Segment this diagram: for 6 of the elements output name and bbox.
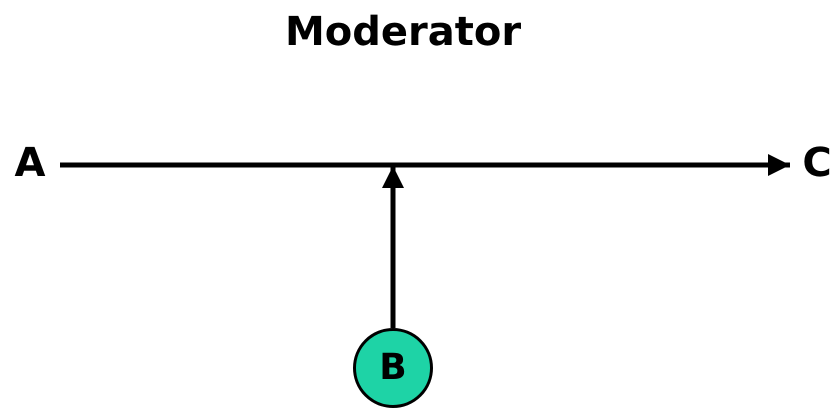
node-label: B <box>379 350 407 386</box>
arrow <box>382 166 404 328</box>
node-label: A <box>14 143 46 183</box>
title: Moderator <box>284 8 522 56</box>
arrow <box>60 154 790 176</box>
node-label: C <box>802 143 832 183</box>
